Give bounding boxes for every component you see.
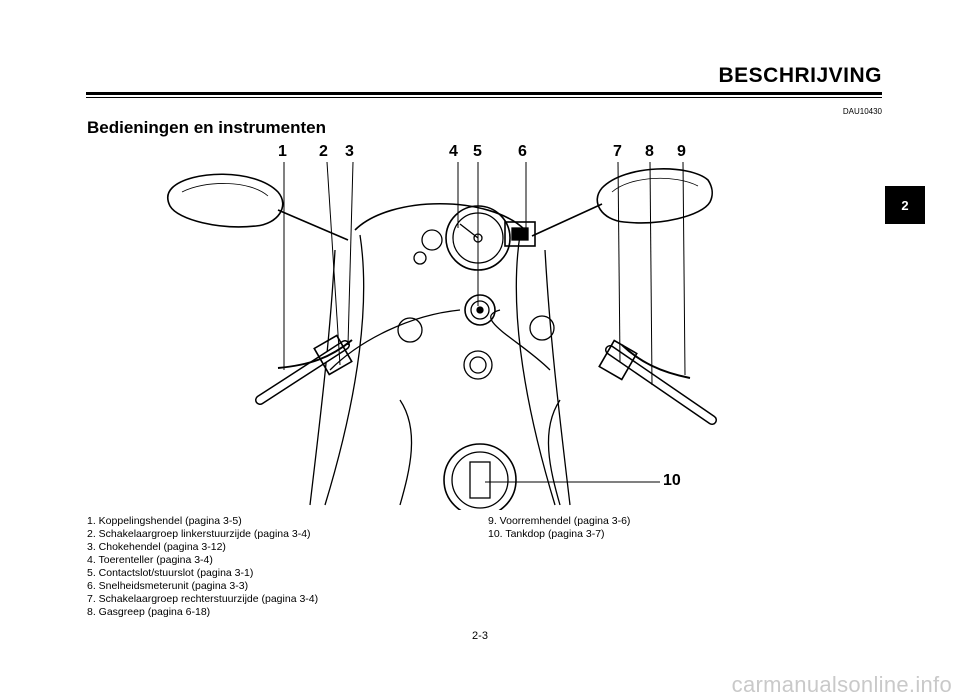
legend-item: 9. Voorremhendel (pagina 3-6) bbox=[488, 515, 631, 527]
legend-item: 5. Contactslot/stuurslot (pagina 3-1) bbox=[87, 567, 254, 579]
legend-item: 10. Tankdop (pagina 3-7) bbox=[488, 528, 605, 540]
motorcycle-controls-illustration bbox=[167, 161, 717, 510]
right-mirror-icon bbox=[531, 168, 713, 237]
callout-3: 3 bbox=[345, 143, 354, 160]
legend-item: 4. Toerenteller (pagina 3-4) bbox=[87, 554, 213, 566]
page-heading: Bedieningen en instrumenten bbox=[87, 118, 326, 137]
watermark: carmanualsonline.info bbox=[731, 672, 952, 697]
header-rule-thin bbox=[86, 97, 882, 98]
section-title: BESCHRIJVING bbox=[718, 64, 882, 87]
legend-left-column: 1. Koppelingshendel (pagina 3-5) 2. Scha… bbox=[87, 515, 318, 619]
speedometer-unit-icon bbox=[504, 221, 536, 247]
ignition-switch-icon bbox=[464, 294, 496, 326]
legend-item: 7. Schakelaargroep rechterstuurzijde (pa… bbox=[87, 593, 319, 605]
callout-9: 9 bbox=[677, 143, 686, 160]
legend-item: 2. Schakelaargroep linkerstuurzijde (pag… bbox=[87, 528, 311, 540]
legend-item: 3. Chokehendel (pagina 3-12) bbox=[87, 541, 226, 553]
legend-item: 8. Gasgreep (pagina 6-18) bbox=[87, 606, 211, 618]
callout-2: 2 bbox=[319, 143, 328, 160]
callout-6: 6 bbox=[518, 143, 527, 160]
document-code: DAU10430 bbox=[842, 107, 882, 116]
callout-1: 1 bbox=[278, 143, 287, 160]
chapter-tab: 2 bbox=[885, 186, 925, 224]
legend-item: 1. Koppelingshendel (pagina 3-5) bbox=[87, 515, 242, 527]
page-number: 2-3 bbox=[472, 630, 488, 642]
right-grip-icon bbox=[598, 339, 717, 425]
callout-5: 5 bbox=[473, 143, 482, 160]
callout-4: 4 bbox=[449, 143, 458, 160]
left-grip-icon bbox=[255, 334, 353, 405]
callout-7: 7 bbox=[613, 143, 622, 160]
legend-right-column: 9. Voorremhendel (pagina 3-6) 10. Tankdo… bbox=[488, 515, 630, 541]
legend-item: 6. Snelheidsmeterunit (pagina 3-3) bbox=[87, 580, 249, 592]
fuel-tank-cap-icon bbox=[443, 443, 517, 510]
callout-8: 8 bbox=[645, 143, 654, 160]
header-rule-thick bbox=[86, 92, 882, 95]
callout-10: 10 bbox=[663, 472, 681, 489]
left-mirror-icon bbox=[167, 173, 349, 241]
